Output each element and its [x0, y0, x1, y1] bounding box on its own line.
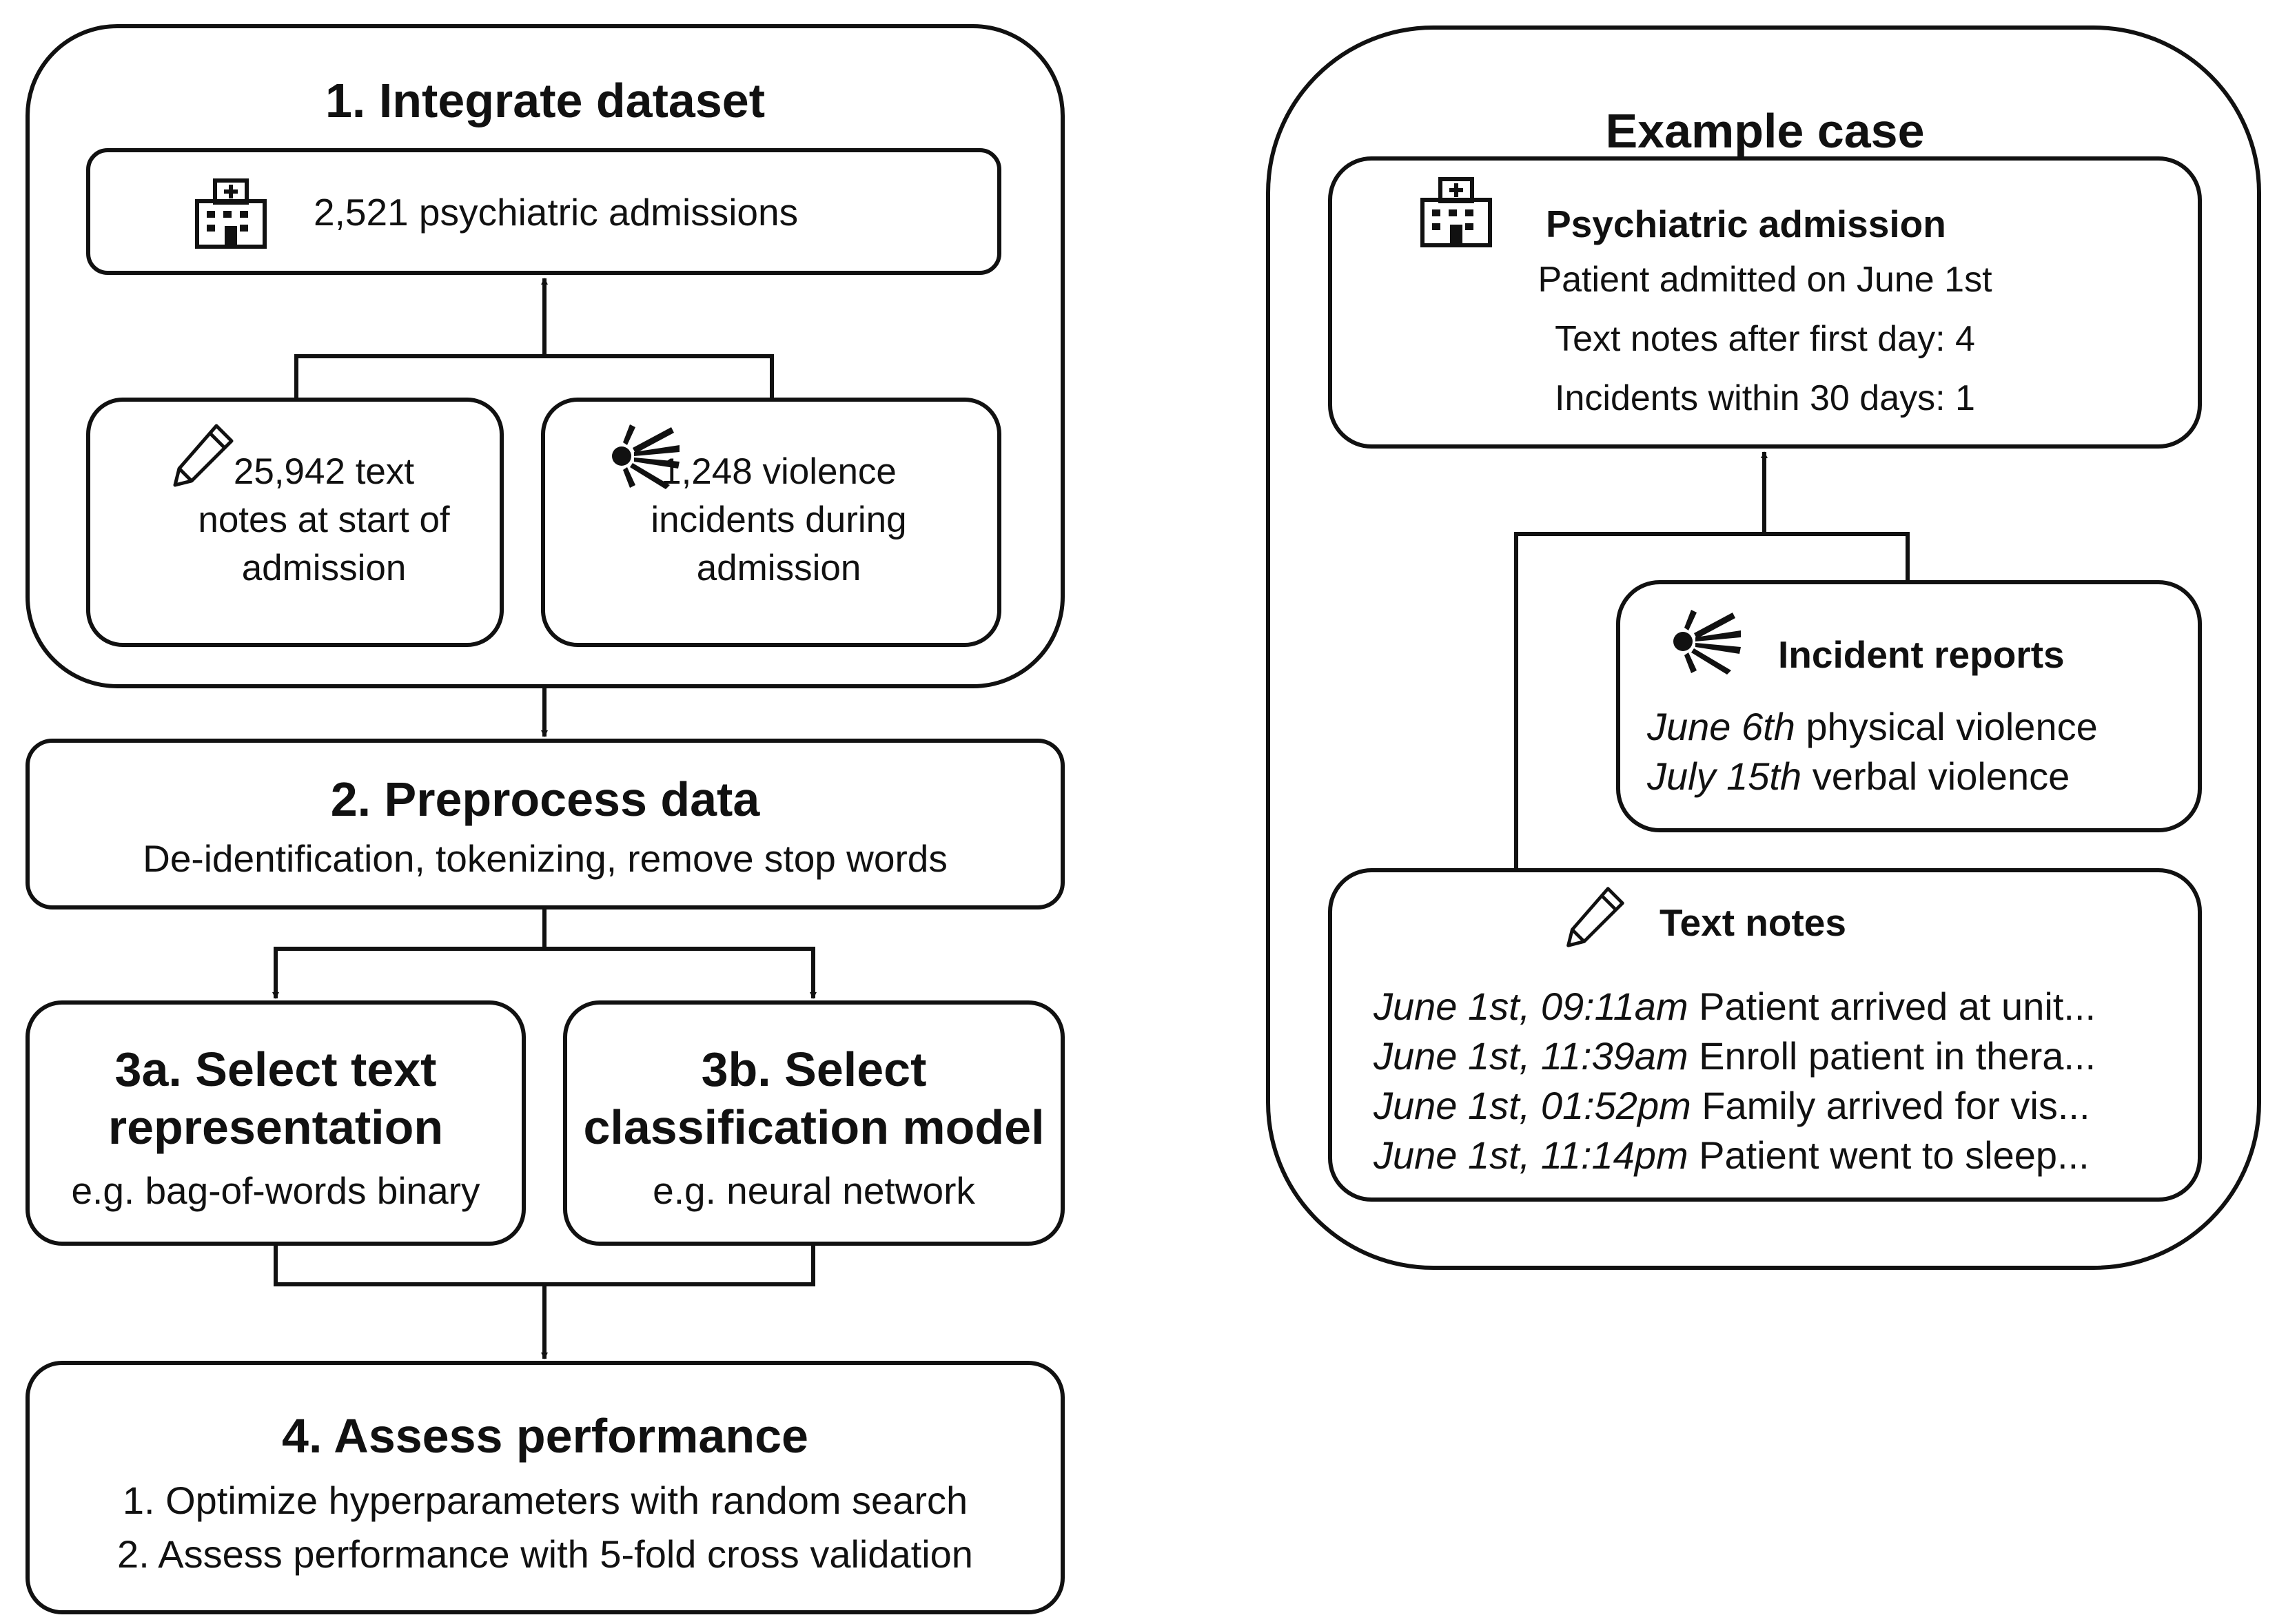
step2-split-line-right — [544, 947, 817, 999]
example-admission-box — [1328, 156, 2202, 449]
incident-row: July 15th verbal violence — [1647, 751, 2070, 801]
incident-text: verbal violence — [1801, 754, 2070, 798]
note-row: June 1st, 11:14pm Patient went to sleep.… — [1374, 1130, 2090, 1180]
incident-date: June 6th — [1647, 705, 1795, 748]
note-date: June 1st, 09:11am — [1374, 985, 1688, 1028]
step1-merge-line — [294, 354, 774, 400]
admissions-box — [86, 148, 1001, 275]
step4-line1: 1. Optimize hyperparameters with random … — [122, 1479, 968, 1522]
incident-row: June 6th physical violence — [1647, 701, 2098, 752]
incidents-label: 1,248 violence incidents during admissio… — [651, 451, 907, 588]
example-admission-line2: Text notes after first day: 4 — [1555, 319, 1975, 359]
step3b-desc: e.g. neural network — [653, 1169, 975, 1212]
example-container — [1266, 25, 2261, 1270]
example-notes-title: Text notes — [1660, 901, 1846, 944]
note-date: June 1st, 01:52pm — [1374, 1084, 1691, 1127]
hospital-icon — [195, 178, 267, 249]
note-text: Family arrived for vis... — [1691, 1084, 2090, 1127]
hospital-icon — [1420, 177, 1492, 247]
explosion-icon — [612, 424, 680, 489]
pencil-icon — [1566, 887, 1624, 947]
incident-date: July 15th — [1647, 754, 1802, 798]
example-admission-line3: Incidents within 30 days: 1 — [1555, 378, 1975, 418]
example-notes-box — [1328, 868, 2202, 1202]
note-date: June 1st, 11:14pm — [1374, 1133, 1688, 1177]
note-text: Patient went to sleep... — [1688, 1133, 2090, 1177]
step2-title: 2. Preprocess data — [330, 772, 760, 826]
step4-line2: 2. Assess performance with 5-fold cross … — [117, 1532, 973, 1576]
step4-title: 4. Assess performance — [282, 1409, 808, 1463]
step3-merge-line — [274, 1244, 815, 1286]
example-incidents-title: Incident reports — [1778, 633, 2065, 676]
step2-desc: De-identification, tokenizing, remove st… — [143, 837, 948, 880]
step3b-title: 3b. Select classification model — [583, 1042, 1045, 1154]
example-merge-line — [1514, 532, 1910, 870]
example-admission-title: Psychiatric admission — [1546, 203, 1946, 245]
example-title: Example case — [1605, 104, 1925, 158]
notes-label: 25,942 text notes at start of admission — [198, 451, 450, 588]
incident-text: physical violence — [1795, 705, 2098, 748]
note-row: June 1st, 11:39am Enroll patient in ther… — [1374, 1031, 2096, 1081]
note-row: June 1st, 01:52pm Family arrived for vis… — [1374, 1080, 2090, 1131]
admissions-label: 2,521 psychiatric admissions — [314, 191, 799, 234]
note-date: June 1st, 11:39am — [1374, 1034, 1688, 1078]
note-text: Enroll patient in thera... — [1688, 1034, 2096, 1078]
step4-box — [25, 1361, 1065, 1614]
note-text: Patient arrived at unit... — [1688, 985, 2096, 1028]
example-admission-line1: Patient admitted on June 1st — [1538, 260, 1992, 300]
step3a-desc: e.g. bag-of-words binary — [71, 1169, 480, 1212]
explosion-icon — [1673, 610, 1741, 675]
pencil-icon — [173, 424, 234, 487]
step1-title: 1. Integrate dataset — [325, 74, 765, 127]
step3a-title: 3a. Select text representation — [108, 1042, 444, 1154]
note-row: June 1st, 09:11am Patient arrived at uni… — [1374, 981, 2096, 1031]
step2-split-line — [272, 907, 547, 999]
